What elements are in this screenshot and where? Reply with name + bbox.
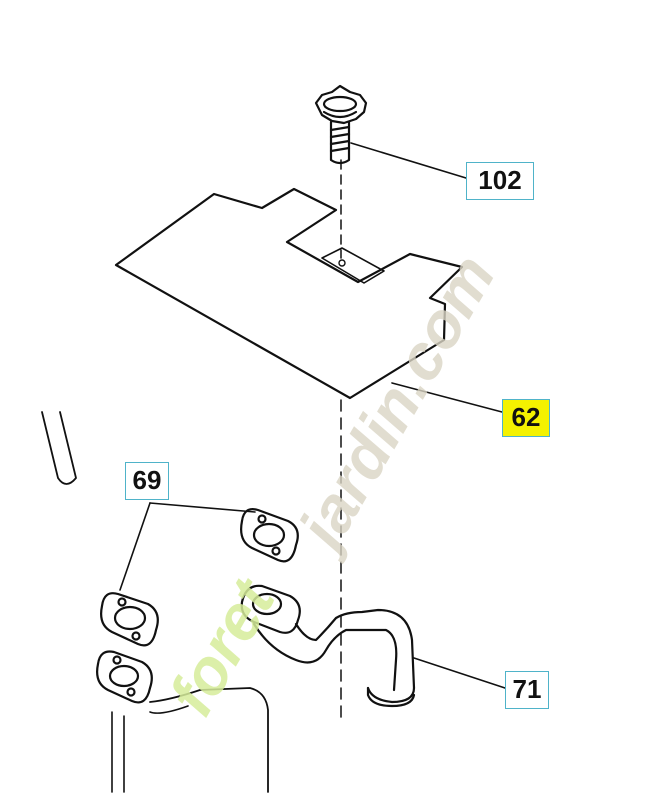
callout-part-102[interactable]: 102 — [466, 162, 534, 200]
exhaust-pipe-71 — [240, 584, 416, 708]
gasket-69-lower — [96, 650, 153, 704]
gasket-69-middle — [100, 592, 159, 647]
gasket-69-upper — [240, 508, 299, 563]
callout-part-69[interactable]: 69 — [125, 462, 169, 500]
bolt-102 — [314, 84, 368, 165]
callout-part-62[interactable]: 62 — [502, 399, 550, 437]
heat-shield-62 — [114, 187, 464, 400]
callout-part-71[interactable]: 71 — [505, 671, 549, 709]
